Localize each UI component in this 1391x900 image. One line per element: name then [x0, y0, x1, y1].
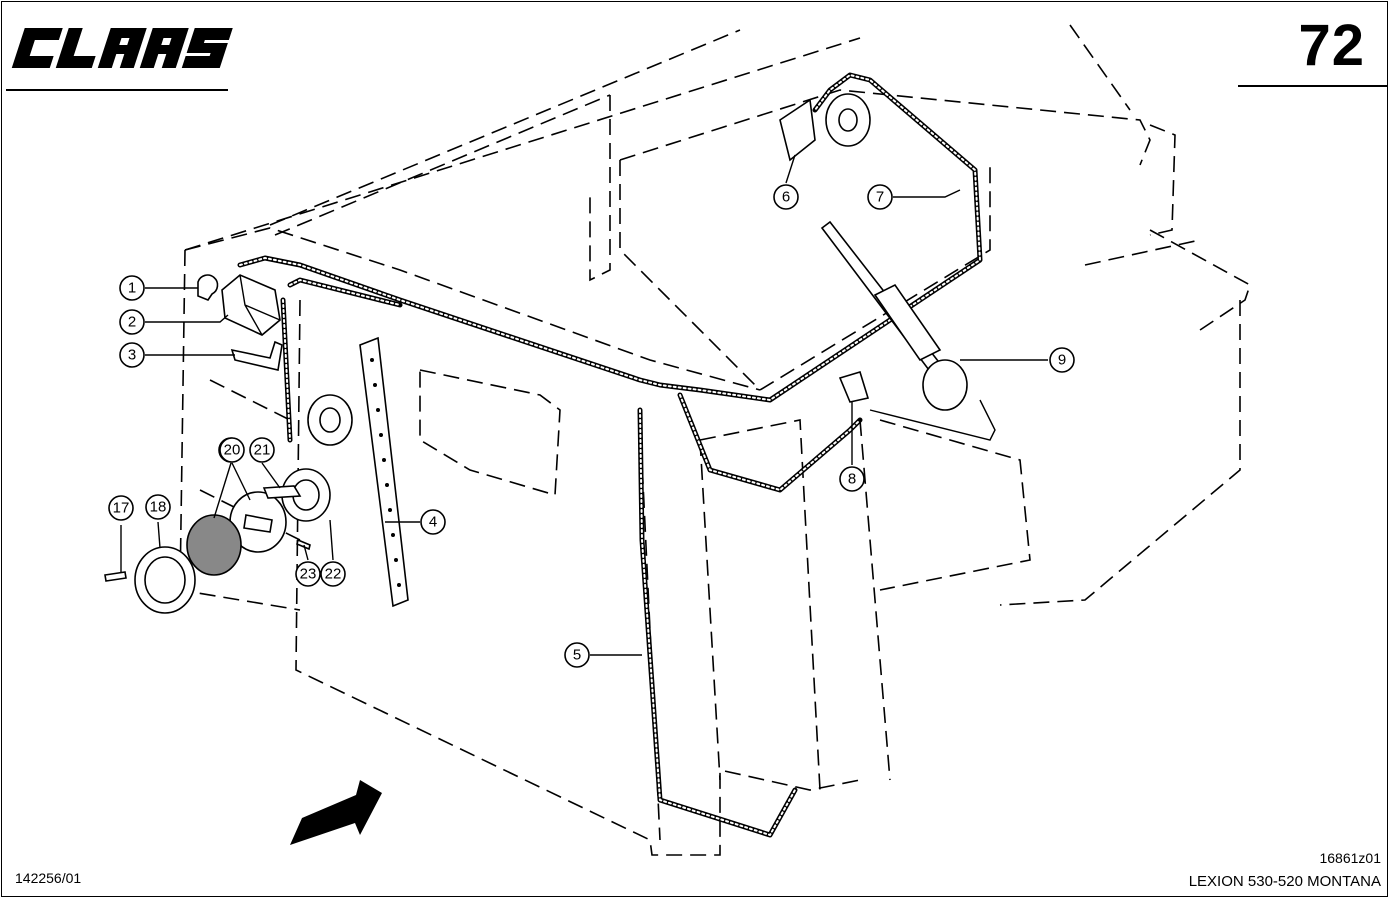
- callout-label: 4: [429, 514, 437, 531]
- callout-label: 17: [113, 500, 130, 517]
- document-number: 142256/01: [15, 870, 82, 886]
- work-lamp-part: [221, 274, 281, 336]
- callout-6: 6: [773, 184, 799, 210]
- screw-part: [104, 571, 127, 582]
- callout-label: 20: [224, 442, 241, 459]
- callout-label: 5: [573, 647, 581, 664]
- callout-4: 4: [420, 509, 446, 535]
- callout-label: 21: [254, 442, 271, 459]
- lamp-bracket-part: [230, 340, 283, 371]
- drawing-id: 16861z01: [1319, 850, 1381, 866]
- callout-17: 17: [108, 495, 134, 521]
- callout-2: 2: [119, 309, 145, 335]
- horn-bracket-part: [779, 98, 816, 162]
- callout-label: 2: [128, 314, 136, 331]
- callout-1: 1: [119, 275, 145, 301]
- callout-label: 9: [1058, 352, 1066, 369]
- callout-label: 7: [876, 189, 884, 206]
- page-number-underline: [1238, 85, 1388, 87]
- callout-label: 23: [300, 566, 317, 583]
- callout-22: 22: [320, 561, 346, 587]
- claas-logo: [10, 18, 234, 78]
- parts-artwork: [104, 93, 968, 845]
- callout-9: 9: [1049, 347, 1075, 373]
- small-screw-part: [296, 538, 311, 551]
- callout-18: 18: [145, 494, 171, 520]
- callout-5: 5: [564, 642, 590, 668]
- machine-outline: [179, 24, 1251, 856]
- bulb-part: [197, 274, 219, 301]
- callout-label: 18: [150, 499, 167, 516]
- callout-label: 22: [325, 566, 342, 583]
- clip-part: [262, 485, 302, 499]
- mounting-strip-part: [359, 336, 409, 608]
- callout-label: 6: [782, 189, 790, 206]
- claas-logo-graphic: [11, 28, 233, 68]
- switch-part: [838, 371, 870, 403]
- callout-7: 7: [867, 184, 893, 210]
- callout-20-label: 20: [219, 437, 245, 463]
- strip-holes: [370, 358, 401, 587]
- lens-part: [186, 514, 242, 576]
- callout-21: 21: [249, 437, 275, 463]
- callout-23: 23: [295, 561, 321, 587]
- leader-lines: [120, 154, 1048, 656]
- callout-label: 1: [128, 280, 136, 297]
- logo-underline: [6, 89, 228, 91]
- callout-3: 3: [119, 342, 145, 368]
- model-label: LEXION 530-520 MONTANA: [1188, 873, 1381, 890]
- callout-label: 8: [848, 471, 856, 488]
- beacon-lamp-part: [922, 359, 968, 411]
- callout-8: 8: [839, 466, 865, 492]
- page-number: 72: [1298, 13, 1365, 78]
- wiring-harness: [237, 72, 996, 838]
- callout-label: 3: [128, 347, 136, 364]
- direction-arrow: [290, 780, 382, 845]
